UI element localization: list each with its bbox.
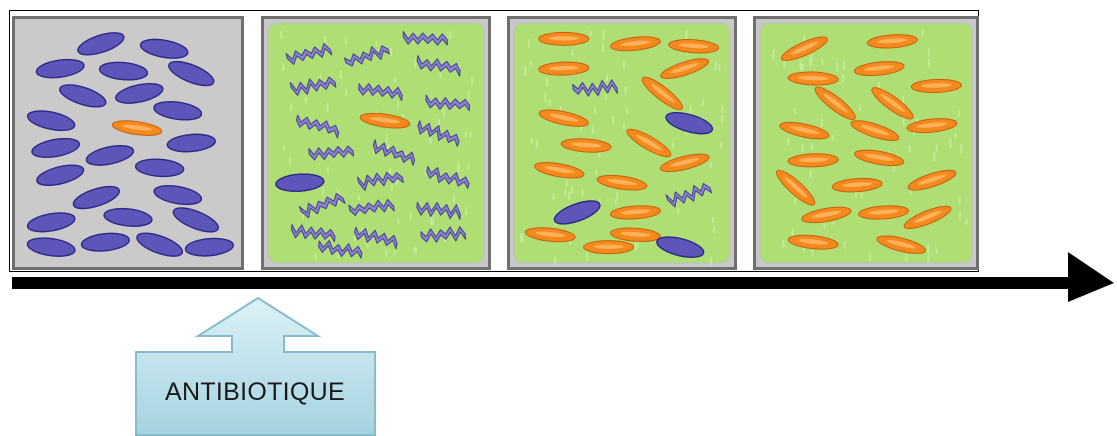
sensitive-bacterium	[59, 84, 107, 108]
resistant-bacterium	[668, 39, 720, 54]
resistant-bacterium	[560, 138, 612, 153]
panel-stage-1-canvas	[15, 19, 241, 267]
panel-stage-4-canvas	[759, 22, 973, 264]
resistant-bacterium	[626, 128, 672, 158]
dead-bacterium	[416, 201, 461, 221]
resistant-bacterium	[596, 174, 648, 191]
sensitive-bacterium	[166, 133, 216, 153]
sensitive-bacterium	[153, 101, 203, 121]
resistant-bacterium	[538, 61, 590, 76]
resistant-bacterium	[641, 76, 683, 111]
dead-bacterium	[357, 171, 404, 192]
resistant-bacterium	[111, 120, 163, 136]
resistant-bacterium	[801, 206, 852, 224]
dead-bacterium	[372, 139, 416, 166]
sensitive-bacterium	[168, 60, 215, 87]
panel-stage-2-canvas	[267, 22, 485, 264]
resistant-bacterium	[906, 118, 958, 134]
dead-bacterium	[289, 76, 337, 97]
dead-bacterium	[426, 165, 470, 189]
sensitive-bacterium	[275, 173, 325, 193]
sensitive-bacterium	[80, 232, 130, 252]
sensitive-bacterium	[72, 185, 121, 210]
sensitive-bacterium	[98, 61, 149, 81]
resistant-bacterium	[850, 120, 900, 141]
resistant-bacterium	[583, 240, 635, 255]
dead-bacterium	[285, 42, 333, 65]
sensitive-bacterium	[553, 200, 601, 225]
resistant-bacterium	[853, 61, 905, 77]
dead-bacterium	[425, 94, 471, 112]
resistant-bacterium	[876, 235, 927, 254]
dead-bacterium	[665, 182, 713, 208]
panel-stage-3-canvas	[513, 22, 731, 266]
resistant-bacterium	[854, 149, 905, 167]
timeline-shaft	[12, 277, 1074, 289]
sensitive-bacterium	[136, 232, 184, 257]
dead-bacterium	[343, 45, 390, 67]
resistant-bacterium	[903, 205, 952, 230]
sensitive-bacterium	[103, 207, 153, 227]
panel-stage-4	[753, 16, 979, 270]
panel-stage-2	[261, 16, 491, 270]
dead-bacterium	[402, 31, 448, 46]
resistant-bacterium	[610, 36, 661, 52]
resistant-bacterium	[779, 121, 830, 140]
resistant-bacterium	[858, 205, 910, 220]
dead-bacterium	[416, 55, 461, 77]
resistant-bacterium	[524, 227, 576, 243]
resistant-bacterium	[538, 109, 589, 127]
sensitive-bacterium	[139, 38, 189, 59]
sensitive-bacterium	[26, 110, 76, 132]
sensitive-bacterium	[134, 158, 185, 178]
dead-bacterium	[348, 198, 395, 216]
resistant-bacterium	[814, 86, 856, 121]
dead-bacterium	[290, 223, 336, 243]
sensitive-bacterium	[26, 237, 76, 257]
resistant-bacterium	[609, 205, 661, 220]
sensitive-bacterium	[656, 236, 705, 258]
resistant-bacterium	[910, 78, 962, 94]
resistant-bacterium	[787, 71, 839, 86]
resistant-bacterium	[659, 153, 710, 173]
sensitive-bacterium	[26, 212, 76, 233]
resistant-bacterium	[780, 36, 828, 62]
sensitive-bacterium	[184, 237, 234, 257]
resistant-bacterium	[871, 87, 914, 120]
sensitive-bacterium	[31, 137, 81, 159]
dead-bacterium	[354, 226, 398, 250]
resistant-bacterium	[787, 153, 839, 168]
antibiotic-label: ANTIBIOTIQUE	[164, 377, 345, 406]
resistant-bacterium	[609, 227, 661, 242]
dead-bacterium	[417, 120, 460, 147]
sensitive-bacterium	[35, 58, 85, 79]
sensitive-bacterium	[115, 83, 164, 104]
resistant-bacterium	[538, 31, 590, 46]
timeline-arrowhead	[1068, 252, 1114, 302]
sensitive-bacterium	[36, 164, 85, 187]
dead-bacterium	[420, 226, 467, 243]
resistant-bacterium	[866, 34, 918, 49]
sensitive-bacterium	[77, 32, 125, 56]
sensitive-bacterium	[172, 207, 219, 233]
resistant-bacterium	[831, 177, 883, 193]
panel-stage-1	[12, 16, 244, 270]
dead-bacterium	[298, 192, 346, 219]
sensitive-bacterium	[85, 145, 135, 166]
resistant-bacterium	[787, 234, 839, 250]
dead-bacterium	[358, 83, 403, 102]
sensitive-bacterium	[153, 185, 203, 206]
resistant-bacterium	[660, 58, 710, 79]
panel-stage-3	[507, 16, 737, 270]
resistant-bacterium	[776, 169, 816, 206]
dead-bacterium	[317, 239, 363, 259]
dead-bacterium	[572, 79, 619, 97]
sensitive-bacterium	[665, 111, 714, 135]
resistant-bacterium	[534, 162, 585, 179]
resistant-bacterium	[359, 112, 411, 129]
resistant-bacterium	[907, 169, 957, 191]
dead-bacterium	[308, 145, 355, 161]
dead-bacterium	[295, 114, 340, 139]
